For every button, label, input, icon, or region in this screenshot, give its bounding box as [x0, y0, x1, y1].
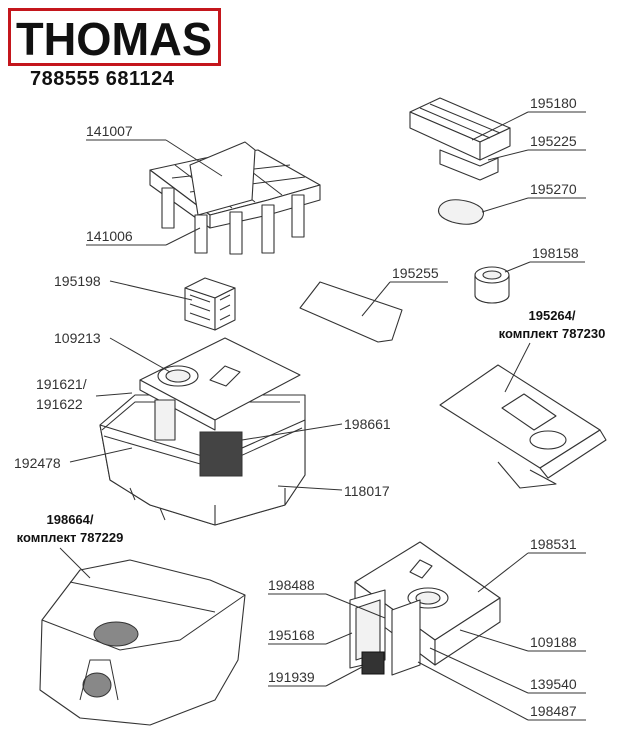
part-label-kit-787230: комплект 787230 — [499, 326, 606, 341]
part-label-198158: 198158 — [532, 245, 579, 261]
part-label-198661: 198661 — [344, 416, 391, 432]
part-label-198531: 198531 — [530, 536, 577, 552]
part-label-109213: 109213 — [54, 330, 101, 346]
pad-drawing — [437, 199, 485, 225]
part-label-195198: 195198 — [54, 273, 101, 289]
tray-insert-drawing — [149, 141, 321, 255]
part-label-139540: 139540 — [530, 676, 577, 692]
part-label-195264: 195264/ — [529, 308, 576, 323]
part-label-198487: 198487 — [530, 703, 577, 719]
part-label-kit-787229: комплект 787229 — [17, 530, 124, 545]
part-label-195225: 195225 — [530, 133, 577, 149]
leader-lines — [59, 111, 586, 721]
part-label-195180: 195180 — [530, 95, 577, 111]
ring-filter-drawing — [474, 266, 510, 304]
part-label-141007: 141007 — [86, 123, 133, 139]
bottom-plate-drawing — [439, 364, 607, 489]
part-label-195255: 195255 — [392, 265, 439, 281]
container-drawing — [99, 337, 306, 526]
cyclone-housing-drawing — [39, 559, 246, 726]
thomas-logo: THOMAS — [8, 8, 221, 66]
part-label-192478: 192478 — [14, 455, 61, 471]
part-label-118017: 118017 — [344, 483, 390, 499]
part-label-191621: 191621/ — [36, 376, 87, 392]
part-label-198488: 198488 — [268, 577, 315, 593]
part-label-191939: 191939 — [268, 669, 315, 685]
part-label-195270: 195270 — [530, 181, 577, 197]
filter-box-drawing — [349, 541, 501, 676]
sponge-drawing — [184, 277, 236, 331]
part-label-191622: 191622 — [36, 396, 83, 412]
filter-cassette-drawing — [409, 97, 511, 181]
part-label-141006: 141006 — [86, 228, 133, 244]
flap-drawing — [299, 281, 403, 343]
model-numbers: 788555 681124 — [30, 68, 175, 90]
logo-text: THOMAS — [16, 13, 212, 65]
part-label-198664: 198664/ — [47, 512, 94, 527]
part-label-195168: 195168 — [268, 627, 315, 643]
part-label-109188: 109188 — [530, 634, 577, 650]
